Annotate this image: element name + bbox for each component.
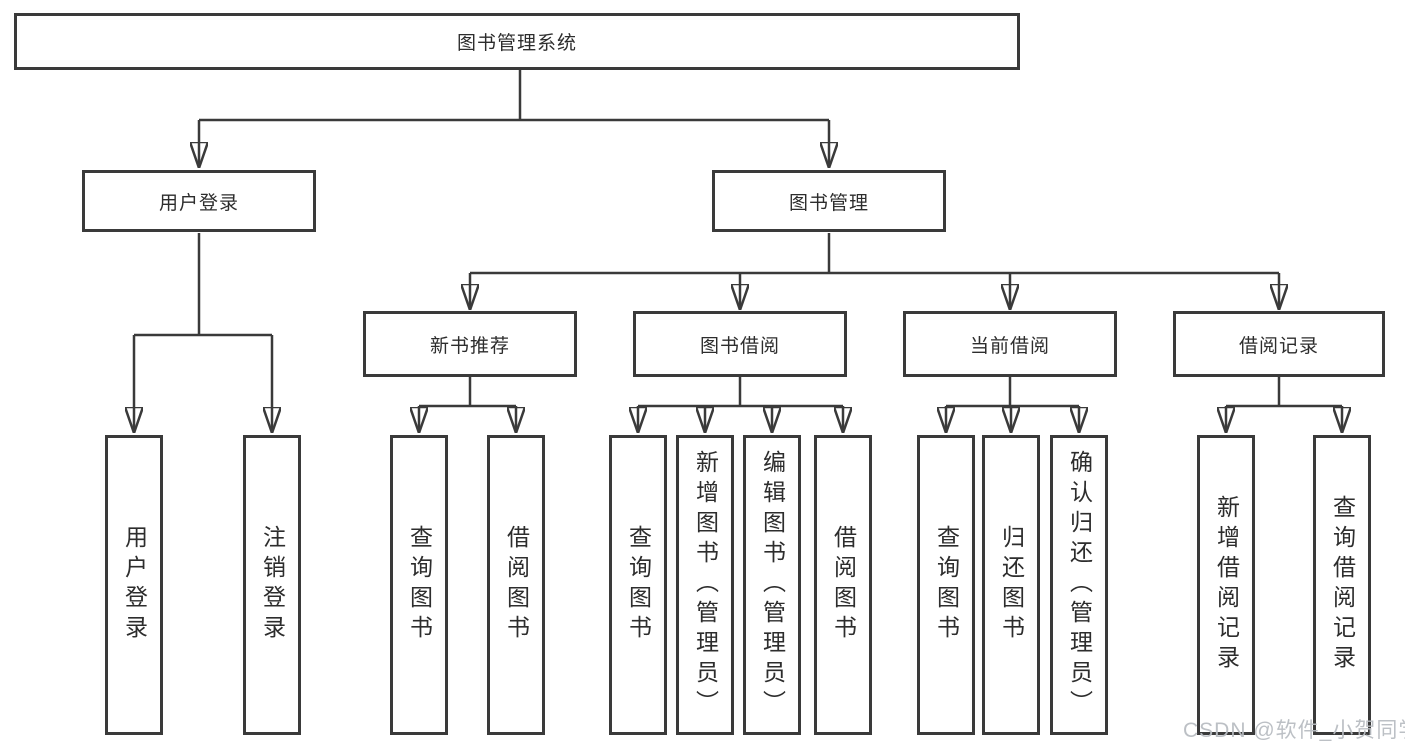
node-label-borrow-records: 借阅记录 bbox=[1238, 335, 1319, 357]
connector-book-management-to-level3 bbox=[470, 233, 1279, 310]
node-box-borrow-records: 借阅记录 bbox=[1173, 311, 1385, 377]
leaf-box-return-books: 归还图书 bbox=[982, 435, 1040, 735]
leaf-box-edit-books-admin: 编辑图书（管理员） bbox=[743, 435, 801, 735]
leaf-box-logout: 注销登录 bbox=[243, 435, 301, 735]
connector-user-login-to-leaves bbox=[134, 233, 272, 433]
connector-book-borrow-to-leaves bbox=[638, 377, 843, 433]
node-label-user-login: 用户登录 bbox=[158, 192, 239, 214]
leaf-box-recommend-borrow-books: 借阅图书 bbox=[487, 435, 545, 735]
leaf-label-borrow-query-books: 查询图书 bbox=[625, 525, 652, 645]
leaf-box-confirm-return-admin: 确认归还（管理员） bbox=[1050, 435, 1108, 735]
leaf-label-query-borrow-record: 查询借阅记录 bbox=[1329, 495, 1356, 675]
leaf-box-borrow-books: 借阅图书 bbox=[814, 435, 872, 735]
node-box-current-borrow: 当前借阅 bbox=[903, 311, 1117, 377]
leaf-label-return-books: 归还图书 bbox=[998, 525, 1025, 645]
node-box-new-book-recommend: 新书推荐 bbox=[363, 311, 577, 377]
leaf-label-logout: 注销登录 bbox=[259, 525, 286, 645]
node-box-book-management: 图书管理 bbox=[712, 170, 946, 232]
leaf-label-user-login: 用户登录 bbox=[121, 525, 148, 645]
leaf-box-query-borrow-record: 查询借阅记录 bbox=[1313, 435, 1371, 735]
connector-borrow-records-to-leaves bbox=[1226, 377, 1342, 433]
node-label-book-borrow: 图书借阅 bbox=[699, 335, 780, 357]
leaf-label-add-books-admin: 新增图书（管理员） bbox=[692, 450, 719, 720]
leaf-label-current-query-books: 查询图书 bbox=[933, 525, 960, 645]
connector-current-borrow-to-leaves bbox=[946, 377, 1079, 433]
leaf-box-add-borrow-record: 新增借阅记录 bbox=[1197, 435, 1255, 735]
leaf-box-recommend-query-books: 查询图书 bbox=[390, 435, 448, 735]
node-label-new-book-recommend: 新书推荐 bbox=[429, 335, 510, 357]
csdn-watermark: CSDN @软件_小贺同学 bbox=[1183, 719, 1405, 742]
node-box-root: 图书管理系统 bbox=[14, 13, 1020, 70]
node-label-book-management: 图书管理 bbox=[788, 192, 869, 214]
node-box-user-login: 用户登录 bbox=[82, 170, 316, 232]
node-label-root: 图书管理系统 bbox=[456, 33, 577, 54]
node-label-current-borrow: 当前借阅 bbox=[969, 335, 1050, 357]
leaf-label-recommend-borrow-books: 借阅图书 bbox=[503, 525, 530, 645]
node-box-book-borrow: 图书借阅 bbox=[633, 311, 847, 377]
leaf-box-current-query-books: 查询图书 bbox=[917, 435, 975, 735]
connector-root-to-level2 bbox=[199, 70, 829, 168]
leaf-label-confirm-return-admin: 确认归还（管理员） bbox=[1066, 450, 1093, 720]
leaf-box-borrow-query-books: 查询图书 bbox=[609, 435, 667, 735]
leaf-label-edit-books-admin: 编辑图书（管理员） bbox=[759, 450, 786, 720]
leaf-box-user-login: 用户登录 bbox=[105, 435, 163, 735]
connector-new-book-rec-to-leaves bbox=[419, 377, 516, 433]
leaf-label-recommend-query-books: 查询图书 bbox=[406, 525, 433, 645]
leaf-label-add-borrow-record: 新增借阅记录 bbox=[1213, 495, 1240, 675]
leaf-box-add-books-admin: 新增图书（管理员） bbox=[676, 435, 734, 735]
leaf-label-borrow-books: 借阅图书 bbox=[830, 525, 857, 645]
